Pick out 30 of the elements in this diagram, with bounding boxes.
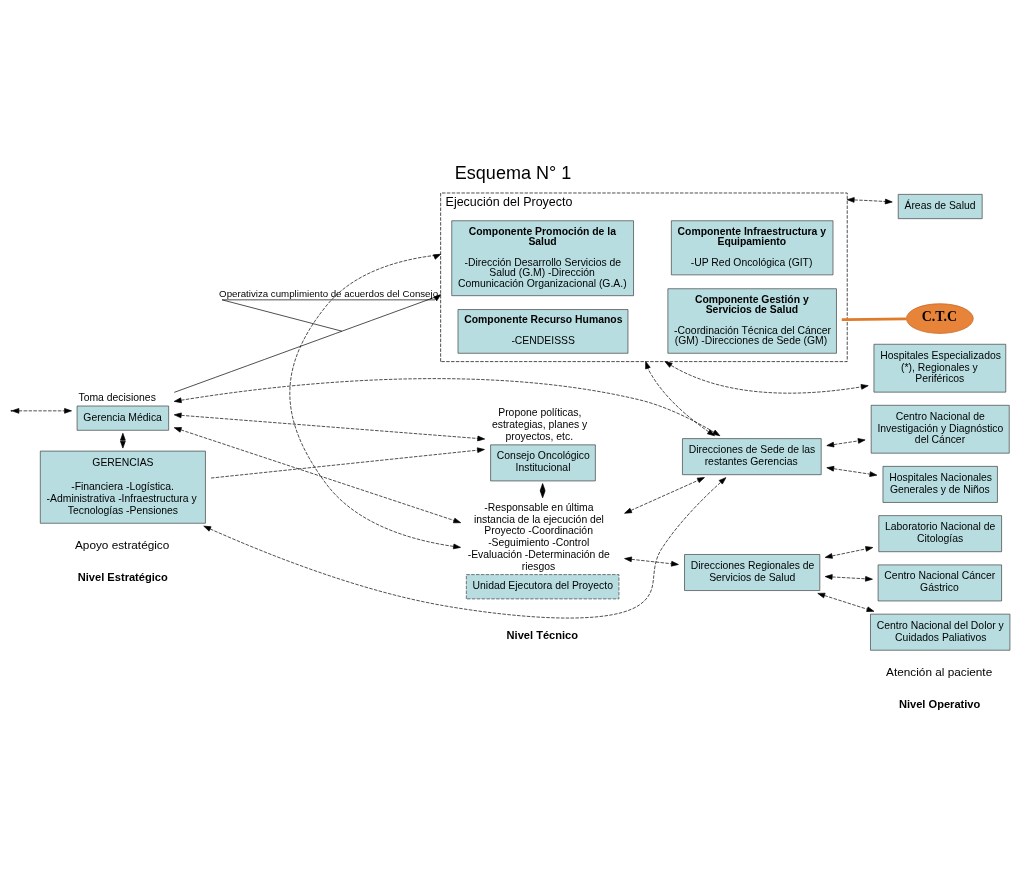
arrow (210, 447, 485, 479)
arrow (826, 465, 878, 477)
arrow (824, 574, 873, 582)
arrow (173, 412, 485, 442)
label: Atención al paciente (886, 664, 993, 678)
arrow (624, 477, 705, 514)
label: Apoyo estratégico (75, 538, 170, 551)
arrow (817, 592, 875, 612)
label: Nivel Operativo (898, 697, 981, 710)
arrow (173, 427, 462, 524)
arrow (173, 378, 721, 437)
arrow (11, 408, 72, 414)
diagram-title: Esquema N° 1 (454, 162, 572, 183)
arrow (824, 546, 874, 559)
arrow (846, 197, 893, 205)
arrow (289, 253, 461, 550)
edge-label: Operativiza cumplimiento de acuerdos del Consejo (219, 288, 439, 300)
label: Nivel Técnico (506, 628, 579, 641)
arrow (826, 438, 866, 448)
label: Nivel Estratégico (77, 570, 168, 583)
connector (841, 317, 907, 322)
arrow (173, 294, 441, 393)
node-label: -Responsable en última instancia de la ejecución del Proyecto -Coordinación -Seguimiento -Control -Evaluación -Determinación de riesgos (467, 501, 610, 572)
node-ellipse: C.T.C (906, 303, 974, 334)
node-label: Propone políticas, estrategias, planes y proyectos, etc. (491, 407, 588, 442)
arrow (664, 361, 869, 394)
node-label: Toma decisiones (78, 392, 156, 404)
arrow (203, 477, 727, 619)
arrow (645, 361, 715, 437)
arrow (624, 556, 679, 567)
